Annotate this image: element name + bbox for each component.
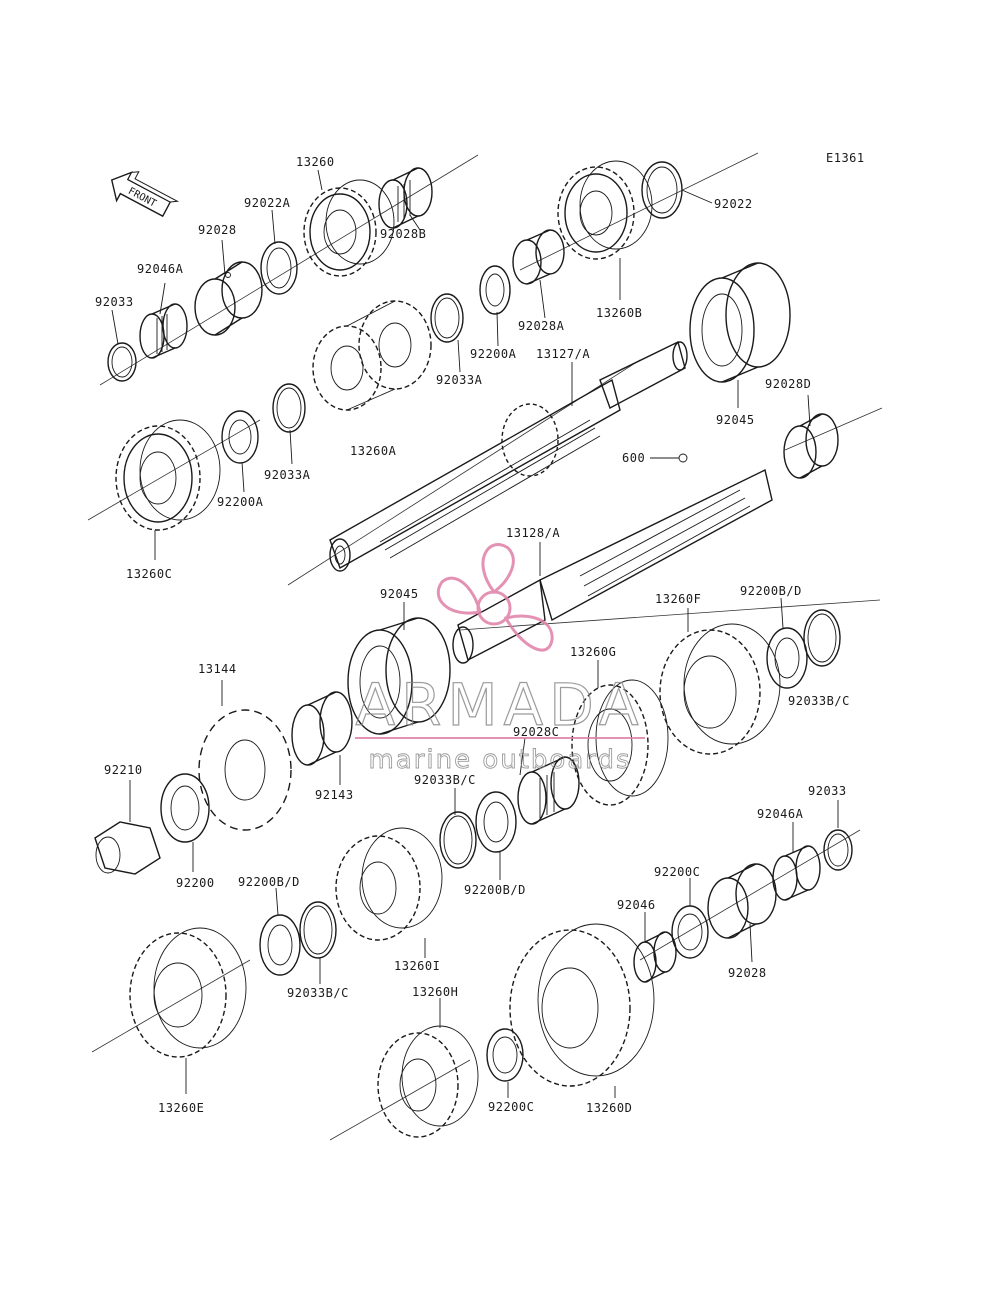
axis-lines — [87, 152, 883, 1141]
needle-bearing-92046 — [633, 931, 677, 983]
label-92028d: 92028D — [765, 377, 811, 391]
collar-92143 — [291, 691, 353, 766]
label-92046: 92046 — [617, 898, 656, 912]
label-13127a: 13127/A — [536, 347, 590, 361]
bearing-92028c — [517, 756, 580, 825]
label-92028: 92028 — [198, 223, 237, 237]
washer-92200bd-lower — [259, 914, 301, 976]
bearing-92045-bottom — [347, 617, 451, 735]
bushing-92028 — [194, 261, 263, 336]
bushing-92028a — [512, 229, 565, 285]
watermark: ARMADA marine outboards — [355, 543, 645, 775]
label-92033a-mid: 92033A — [264, 468, 311, 482]
watermark-brand: ARMADA — [355, 671, 644, 739]
label-92033bc-lower: 92033B/C — [287, 986, 349, 1000]
label-92028-right: 92028 — [728, 966, 767, 980]
needle-bearing-92046a-right — [772, 845, 821, 901]
propeller-logo-icon — [436, 543, 554, 652]
bearing-92028b — [378, 167, 433, 229]
snap-ring-92033 — [107, 342, 137, 382]
diagram-code: E1361 — [826, 151, 865, 165]
nut-92210 — [94, 821, 161, 875]
label-92200a-top: 92200A — [470, 347, 517, 361]
label-92033bc-right: 92033B/C — [788, 694, 850, 708]
shaft-13127a — [329, 340, 688, 572]
label-92200bd-right: 92200B/D — [740, 584, 802, 598]
label-92033a-top: 92033A — [436, 373, 483, 387]
label-92200bd-lower: 92200B/D — [238, 875, 300, 889]
washer-92200bd-right — [766, 627, 808, 689]
gear-13260h — [377, 1025, 479, 1138]
label-92046a: 92046A — [137, 262, 184, 276]
label-92200c-lower: 92200C — [488, 1100, 534, 1114]
label-92028b: 92028B — [380, 227, 426, 241]
label-92028a: 92028A — [518, 319, 565, 333]
label-92046a-right: 92046A — [757, 807, 804, 821]
snap-ring-92033bc-right — [803, 609, 841, 667]
label-92033: 92033 — [95, 295, 134, 309]
snap-ring-92033bc-mid — [439, 811, 477, 869]
gear-13260b — [557, 160, 653, 260]
washer-92022a — [260, 241, 298, 295]
label-92022a: 92022A — [244, 196, 291, 210]
label-92045-bottom: 92045 — [380, 587, 419, 601]
label-13260: 13260 — [296, 155, 335, 169]
gear-13260e — [129, 927, 247, 1058]
needle-bearing-92046a — [139, 303, 188, 359]
label-92033-right: 92033 — [808, 784, 847, 798]
snap-ring-92033a-mid — [272, 383, 306, 433]
washer-92200c-right — [671, 905, 709, 959]
gear-13260a — [312, 300, 432, 411]
gear-13260f — [659, 623, 781, 755]
snap-ring-92033bc-lower — [299, 901, 337, 959]
bushing-92028d — [783, 413, 839, 479]
label-92200a-mid: 92200A — [217, 495, 264, 509]
shaft-13128a — [452, 468, 773, 664]
sprocket-13144 — [198, 709, 292, 831]
bushing-92028-right — [707, 863, 777, 939]
label-92022: 92022 — [714, 197, 753, 211]
label-92210: 92210 — [104, 763, 143, 777]
label-92200c-right: 92200C — [654, 865, 700, 879]
washer-92200a-top — [479, 265, 511, 315]
gear-13260i — [335, 827, 443, 941]
gear-13260g — [571, 679, 669, 806]
snap-ring-92033a-top — [430, 293, 464, 343]
label-13144: 13144 — [198, 662, 237, 676]
bearing-92045-top — [689, 262, 791, 383]
gear-13260d — [509, 923, 655, 1087]
label-13260b: 13260B — [596, 306, 642, 320]
washer-92200 — [160, 773, 210, 843]
label-13260e: 13260E — [158, 1101, 204, 1115]
washer-92200c-lower — [486, 1028, 524, 1082]
label-92200: 92200 — [176, 876, 215, 890]
label-92143: 92143 — [315, 788, 354, 802]
oil-point-600 — [678, 453, 688, 463]
label-92028c: 92028C — [513, 725, 559, 739]
label-92200bd-mid: 92200B/D — [464, 883, 526, 897]
part-labels: 92033 92046A 92028 92022A 13260 92028B 9… — [95, 155, 850, 1115]
gear-13260c — [115, 419, 221, 531]
label-13128a: 13128/A — [506, 526, 560, 540]
watermark-tagline: marine outboards — [368, 745, 631, 775]
front-arrow-icon: FRONT — [110, 171, 180, 218]
label-13260d: 13260D — [586, 1101, 632, 1115]
label-13260i: 13260I — [394, 959, 440, 973]
washer-92200bd-mid — [475, 791, 517, 853]
snap-ring-92033-right — [823, 829, 853, 871]
label-13260c: 13260C — [126, 567, 172, 581]
label-13260g: 13260G — [570, 645, 616, 659]
label-13260h: 13260H — [412, 985, 458, 999]
label-92033bc-mid: 92033B/C — [414, 773, 476, 787]
label-13260a: 13260A — [350, 444, 397, 458]
gear-13260 — [303, 179, 395, 277]
label-600: 600 — [622, 451, 645, 465]
washer-92200a-mid — [221, 410, 259, 464]
label-92045-top: 92045 — [716, 413, 755, 427]
leader-lines — [111, 169, 839, 1098]
label-13260f: 13260F — [655, 592, 701, 606]
washer-92022 — [641, 161, 683, 219]
